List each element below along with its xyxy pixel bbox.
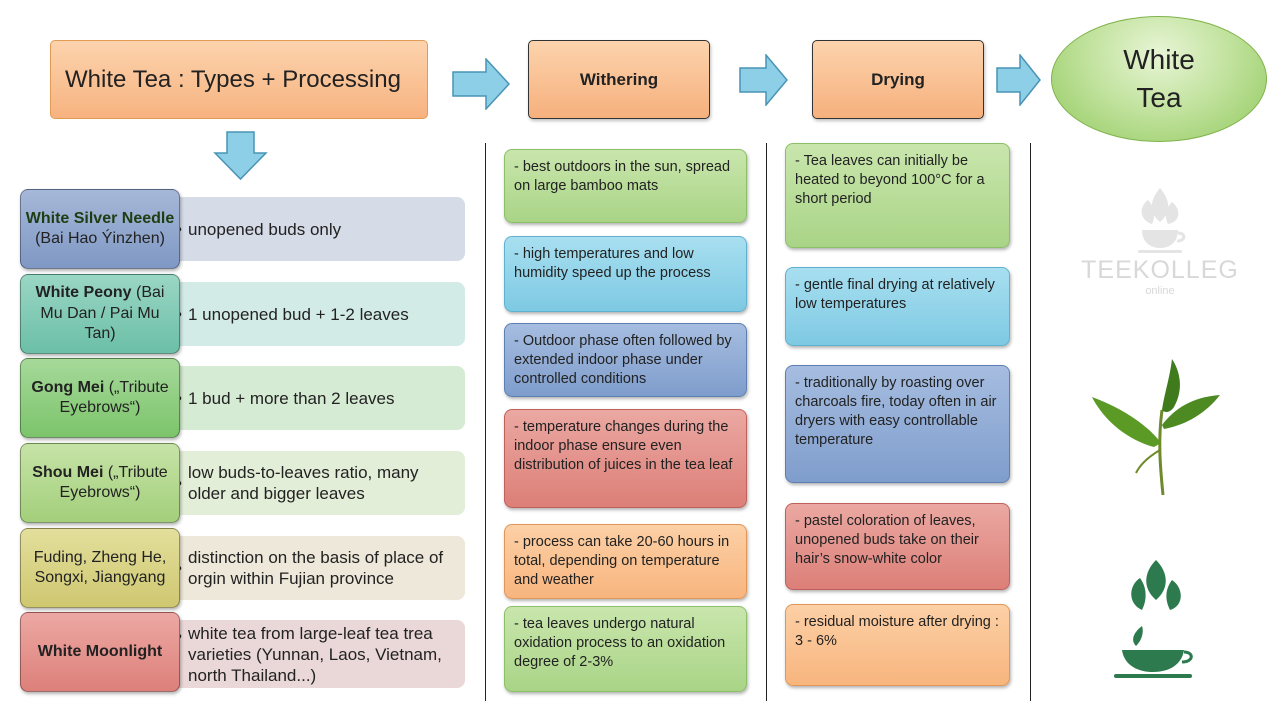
category-row: •white tea from large-leaf tea trea vari… — [20, 612, 465, 692]
tea-leaf-sprig-icon — [1092, 359, 1220, 496]
result-label: White Tea — [1123, 44, 1195, 113]
category-row: •1 unopened bud + 1-2 leaves White Peony… — [20, 274, 465, 354]
category-row: •distinction on the basis of place of or… — [20, 528, 465, 608]
category-description: •unopened buds only — [170, 197, 465, 261]
category-description: •1 unopened bud + 1-2 leaves — [170, 282, 465, 346]
step-withering: Withering — [528, 40, 710, 119]
category-row: •unopened buds only White Silver Needle … — [20, 189, 465, 269]
category-description: •white tea from large-leaf tea trea vari… — [170, 620, 465, 688]
withering-note: - process can take 20-60 hours in total,… — [504, 524, 747, 599]
withering-note: - best outdoors in the sun, spread on la… — [504, 149, 747, 223]
logo-name: TEEKOLLEG — [1081, 256, 1239, 284]
category-row: •low buds-to-leaves ratio, many older an… — [20, 443, 465, 523]
category-name: Gong Mei („Tribute Eyebrows“) — [20, 358, 180, 438]
logo-sub: online — [1145, 285, 1175, 297]
category-name: White Moonlight — [20, 612, 180, 692]
category-row: •1 bud + more than 2 leaves Gong Mei („T… — [20, 358, 465, 438]
result-white-tea: White Tea — [1051, 16, 1267, 142]
category-description: •1 bud + more than 2 leaves — [170, 366, 465, 430]
arrow-right-icon — [452, 58, 510, 110]
drying-note: - Tea leaves can initially be heated to … — [785, 143, 1010, 248]
category-name: Fuding, Zheng He, Songxi, Jiangyang — [20, 528, 180, 608]
arrow-right-icon — [739, 54, 788, 106]
divider — [1030, 143, 1031, 701]
tea-cup-leaves-icon — [1114, 560, 1193, 678]
drying-note: - pastel coloration of leaves, unopened … — [785, 503, 1010, 590]
diagram-title: White Tea : Types + Processing — [50, 40, 428, 119]
divider — [485, 143, 486, 701]
category-description: •low buds-to-leaves ratio, many older an… — [170, 451, 465, 515]
category-name: Shou Mei („Tribute Eyebrows“) — [20, 443, 180, 523]
withering-note: - Outdoor phase often followed by extend… — [504, 323, 747, 397]
teekolleg-logo: TEEKOLLEG online — [1080, 186, 1240, 306]
arrow-right-icon — [996, 54, 1041, 106]
withering-note: - tea leaves undergo natural oxidation p… — [504, 606, 747, 692]
divider — [766, 143, 767, 701]
withering-note: - high temperatures and low humidity spe… — [504, 236, 747, 312]
category-description: •distinction on the basis of place of or… — [170, 536, 465, 600]
drying-note: - traditionally by roasting over charcoa… — [785, 365, 1010, 483]
category-name: White Peony (Bai Mu Dan / Pai Mu Tan) — [20, 274, 180, 354]
category-name: White Silver Needle (Bai Hao Ýinzhen) — [20, 189, 180, 269]
arrow-down-icon — [213, 131, 268, 181]
drying-note: - gentle final drying at relatively low … — [785, 267, 1010, 346]
drying-note: - residual moisture after drying : 3 - 6… — [785, 604, 1010, 686]
teekolleg-logo-icon — [1138, 188, 1186, 253]
step-drying: Drying — [812, 40, 984, 119]
withering-note: - temperature changes during the indoor … — [504, 409, 747, 508]
